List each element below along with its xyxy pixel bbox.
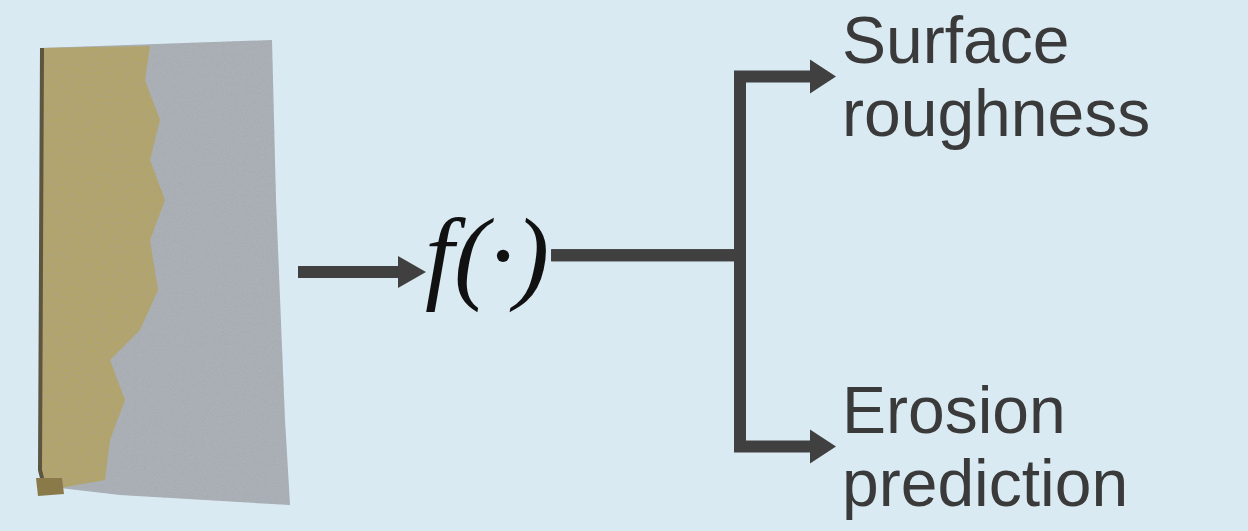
output-label: Surface roughness [842, 4, 1237, 149]
blade-worn-area [40, 46, 165, 490]
input-arrow-line [298, 266, 402, 278]
function-label: f(·) [425, 198, 549, 312]
blade-tab [36, 478, 64, 496]
connector [557, 60, 836, 256]
connector [557, 255, 836, 463]
node-text: f(·) [425, 198, 549, 312]
arrow-head [810, 430, 836, 464]
arrow-head [810, 60, 836, 94]
blade-body [40, 40, 290, 505]
connector-line [557, 77, 812, 256]
blade-edge [40, 48, 45, 490]
connector-line [557, 255, 812, 446]
node-text: Erosion prediction [842, 374, 1237, 519]
input-arrow-head [398, 256, 426, 288]
node-text: Surface roughness [842, 4, 1237, 149]
output-label: Erosion prediction [842, 374, 1237, 519]
